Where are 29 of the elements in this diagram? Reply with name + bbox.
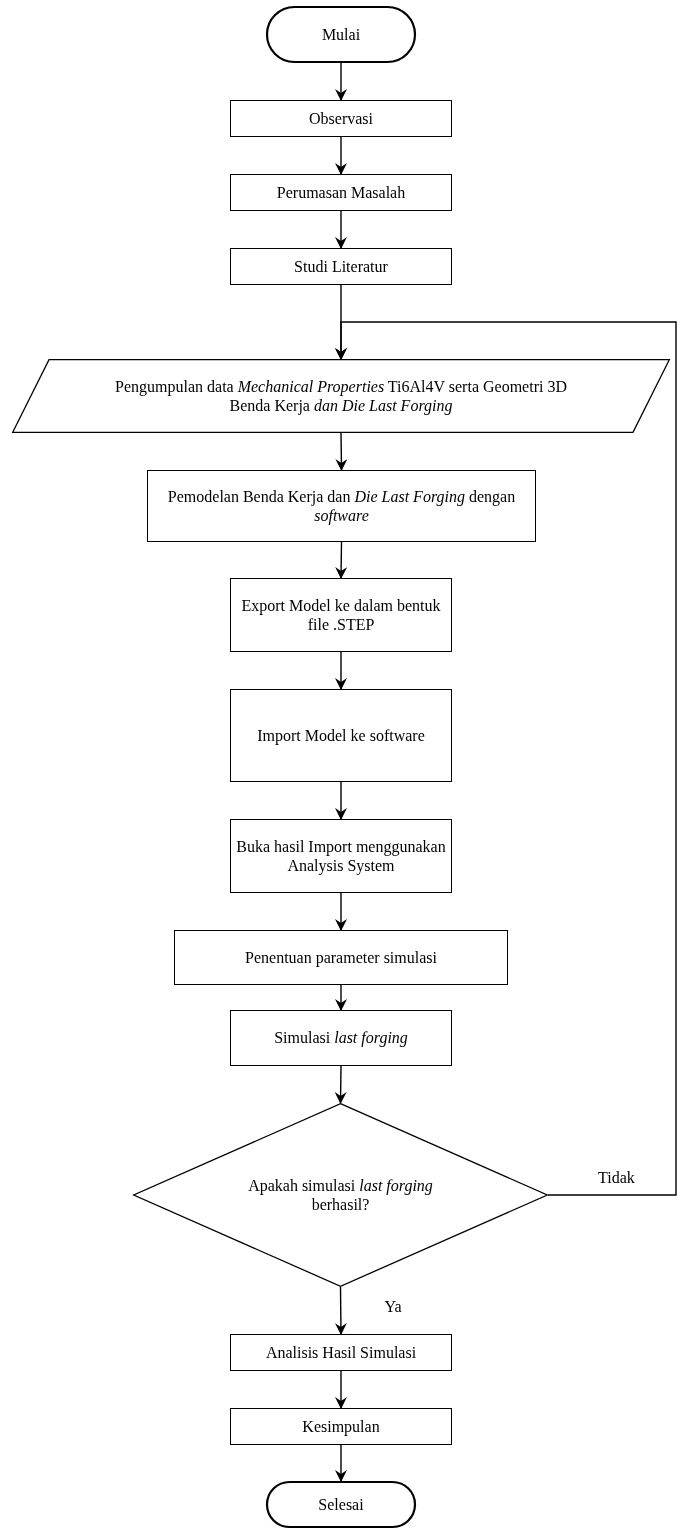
- arrow: [335, 62, 347, 101]
- arrow: [335, 321, 677, 1196]
- arrow: [335, 892, 347, 931]
- arrow: [335, 210, 347, 249]
- process-box: Simulasi last forging: [230, 1010, 452, 1066]
- arrow: [335, 432, 348, 471]
- arrow: [335, 1444, 347, 1482]
- process-box: Buka hasil Import menggunakan Analysis System: [230, 819, 452, 893]
- arrow: [335, 541, 348, 579]
- arrow: [335, 781, 347, 820]
- node-text: Mulai: [321, 24, 361, 45]
- arrow: [334, 1286, 347, 1335]
- process-box: Observasi: [230, 100, 452, 137]
- node-text: Selesai: [318, 1494, 364, 1515]
- process-box: Export Model ke dalam bentuk file .STEP: [230, 578, 452, 652]
- process-box: Pemodelan Benda Kerja dan Die Last Forging dengan software: [147, 470, 536, 542]
- arrow: [335, 1370, 347, 1409]
- arrow: [335, 984, 347, 1011]
- arrow: [335, 651, 347, 690]
- arrow: [335, 136, 347, 175]
- process-box: Perumasan Masalah: [230, 174, 452, 211]
- process-box: Kesimpulan: [230, 1408, 452, 1445]
- process-box: Penentuan parameter simulasi: [174, 930, 508, 985]
- process-box: Import Model ke software: [230, 689, 452, 782]
- node-text: Apakah simulasi last forging berhasil?: [247, 1175, 434, 1215]
- process-box: Studi Literatur: [230, 248, 452, 285]
- process-box: Analisis Hasil Simulasi: [230, 1334, 452, 1371]
- arrow: [334, 1065, 347, 1104]
- node-text: Pengumpulan data Mechanical Properties Ti6Al4V serta Geometri 3D Benda Kerja dan Die Last Forging: [114, 376, 568, 416]
